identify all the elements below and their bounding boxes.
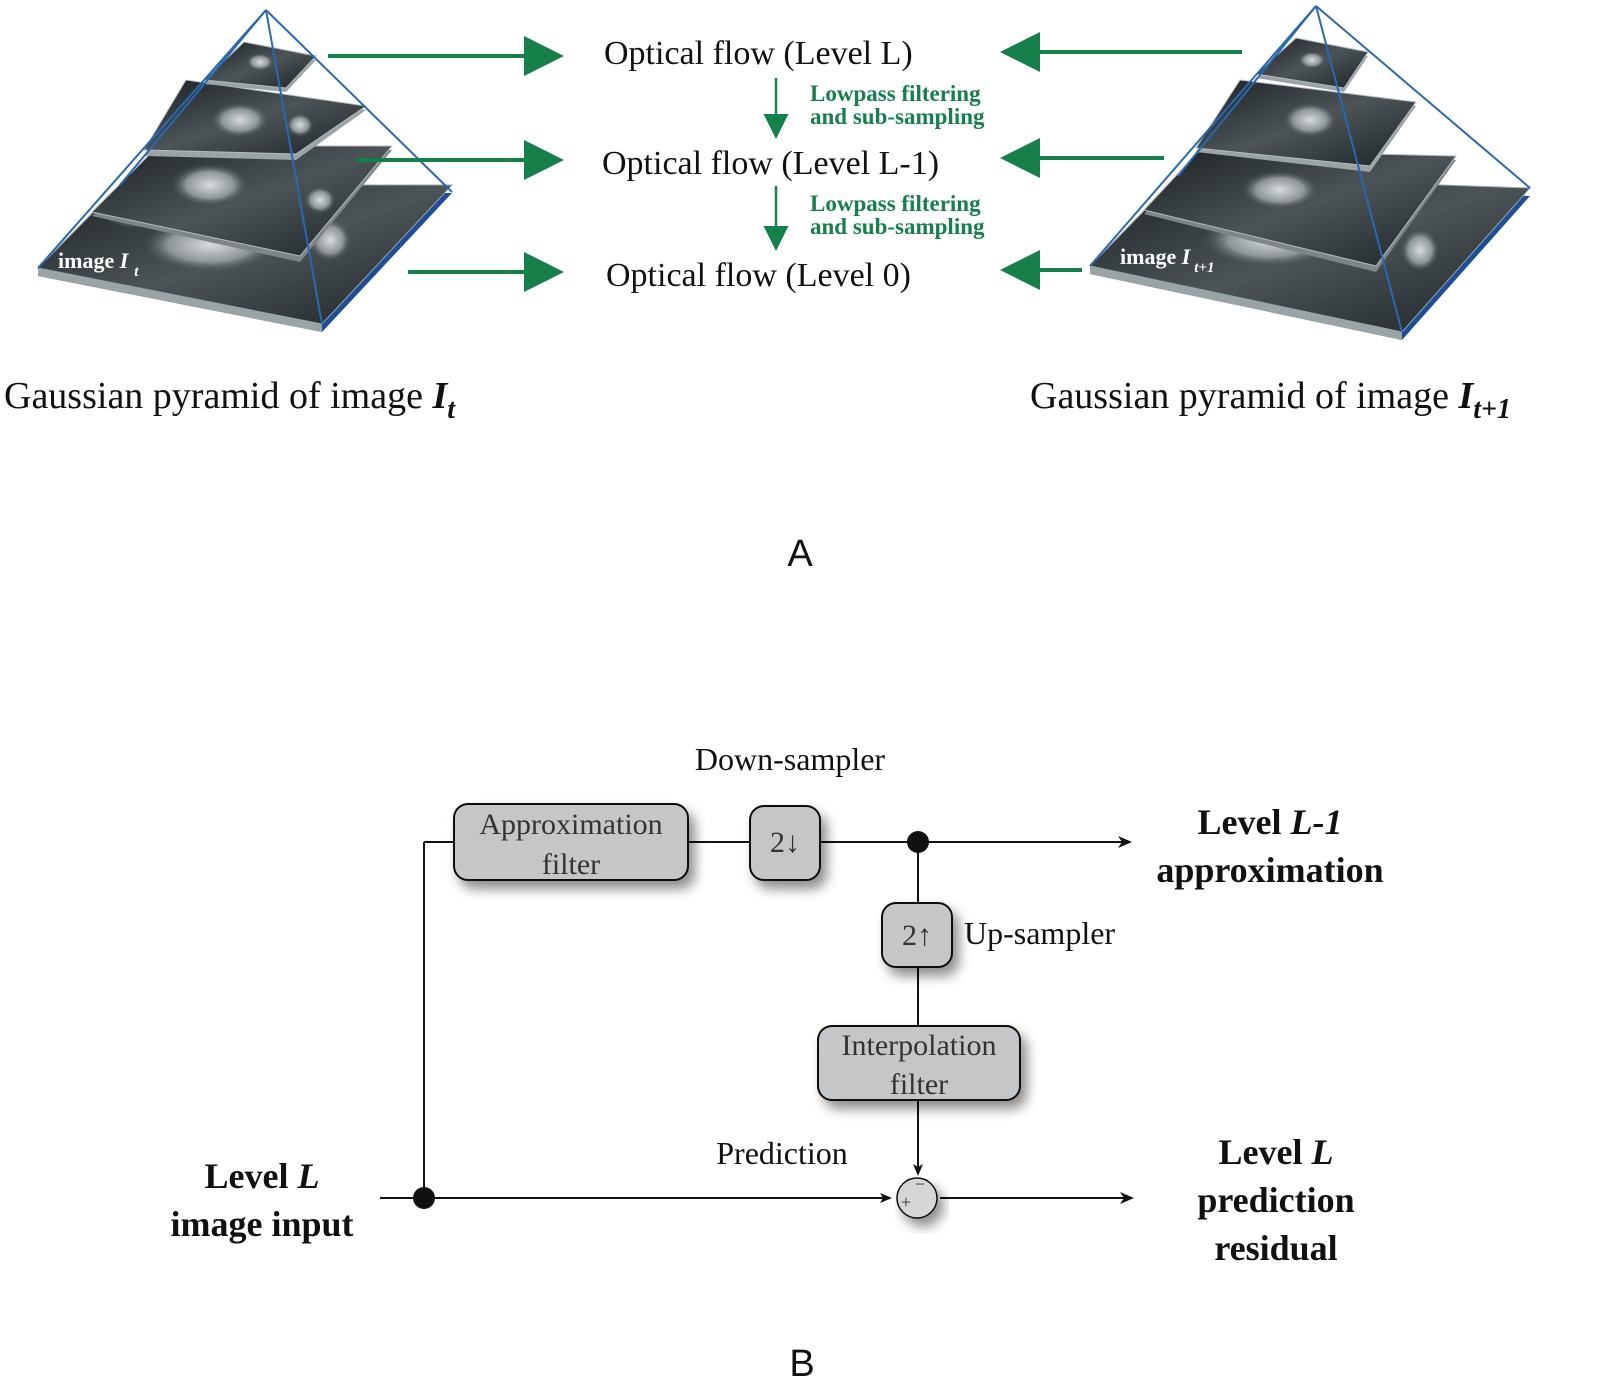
right-pyramid-edges bbox=[1089, 5, 1531, 333]
svg-text:approximation: approximation bbox=[1156, 850, 1383, 890]
filter-note-1: Lowpass filtering and sub-sampling bbox=[810, 81, 985, 129]
filter-note-2: Lowpass filtering and sub-sampling bbox=[810, 191, 985, 239]
flow-level-l-minus-1: Optical flow (Level L-1) bbox=[602, 145, 939, 182]
svg-text:Interpolation: Interpolation bbox=[842, 1029, 997, 1062]
right-level-2-slab bbox=[1195, 79, 1417, 172]
flow-arrows bbox=[328, 32, 1242, 292]
svg-text:filter: filter bbox=[542, 848, 600, 881]
svg-text:Level L: Level L bbox=[205, 1156, 320, 1196]
output-junction bbox=[907, 831, 929, 853]
svg-text:Level L-1: Level L-1 bbox=[1198, 802, 1343, 842]
svg-text:Lowpass filtering: Lowpass filtering bbox=[810, 191, 981, 216]
panel-b-label: B bbox=[789, 1343, 814, 1385]
svg-text:2↓: 2↓ bbox=[770, 826, 800, 859]
left-pyramid-edges bbox=[37, 9, 453, 325]
signal-wires bbox=[380, 836, 1134, 1204]
summing-junction: − + bbox=[896, 1174, 938, 1219]
left-pyramid-caption: Gaussian pyramid of image It bbox=[4, 375, 456, 425]
left-level-top-slab bbox=[202, 41, 317, 92]
prediction-label: Prediction bbox=[716, 1135, 848, 1171]
svg-text:Lowpass filtering: Lowpass filtering bbox=[810, 81, 981, 106]
svg-text:2↑: 2↑ bbox=[902, 919, 932, 952]
up-sampler-label: Up-sampler bbox=[964, 915, 1115, 951]
flow-level-0: Optical flow (Level 0) bbox=[606, 257, 911, 294]
up-sampler-block: 2↑ bbox=[881, 902, 953, 968]
svg-text:filter: filter bbox=[890, 1068, 948, 1101]
svg-text:Level L: Level L bbox=[1219, 1132, 1334, 1172]
interpolation-filter-block: Interpolation filter bbox=[817, 1025, 1021, 1101]
right-pyramid-caption: Gaussian pyramid of image It+1 bbox=[1030, 375, 1511, 425]
svg-text:Approximation: Approximation bbox=[479, 808, 662, 841]
down-sampler-title: Down-sampler bbox=[695, 741, 886, 777]
approximation-filter-block: Approximation filter bbox=[453, 803, 689, 881]
svg-text:prediction: prediction bbox=[1197, 1180, 1354, 1220]
right-level-top-slab bbox=[1254, 37, 1369, 92]
svg-text:and sub-sampling: and sub-sampling bbox=[810, 214, 985, 239]
panel-a-label: A bbox=[787, 533, 813, 575]
svg-text:and sub-sampling: and sub-sampling bbox=[810, 104, 985, 129]
input-junction bbox=[413, 1187, 435, 1209]
left-level-1-slab bbox=[90, 145, 394, 262]
svg-text:−: − bbox=[915, 1174, 925, 1194]
left-level-2-slab bbox=[143, 79, 368, 160]
svg-text:+: + bbox=[901, 1192, 911, 1212]
svg-text:image input: image input bbox=[170, 1204, 353, 1244]
panel-b: Approximation filter 2↓ Down-sampler 2↑ … bbox=[170, 741, 1383, 1385]
flow-level-l: Optical flow (Level L) bbox=[604, 35, 913, 72]
down-sampler-block: 2↓ bbox=[749, 805, 821, 881]
svg-text:residual: residual bbox=[1214, 1228, 1337, 1268]
residual-output-label: Level L prediction residual bbox=[1197, 1132, 1354, 1268]
input-label: Level L image input bbox=[170, 1156, 353, 1244]
approximation-output-label: Level L-1 approximation bbox=[1156, 802, 1383, 890]
